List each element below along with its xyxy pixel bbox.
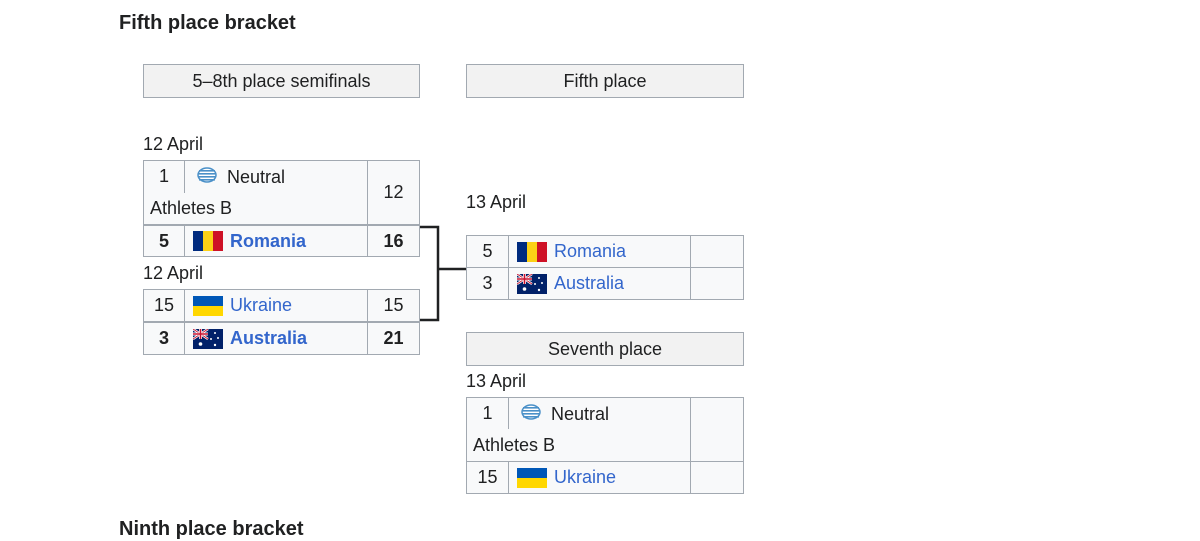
round-header-fifth-place: Fifth place [466, 64, 744, 98]
team-link[interactable]: Australia [554, 273, 625, 293]
team-score [690, 267, 744, 300]
match-date: 12 April [143, 134, 204, 154]
team-score [690, 397, 744, 462]
match-date: 12 April [143, 263, 204, 283]
team-score: 12 [367, 160, 420, 225]
team-seed: 3 [466, 267, 509, 300]
team-seed: 3 [143, 322, 185, 355]
section-heading-ninth-place: Ninth place bracket [119, 518, 304, 540]
romania-flag-icon [517, 241, 547, 262]
match-date: 13 April [466, 371, 527, 391]
team-seed: 1 [143, 160, 185, 193]
australia-flag-icon [193, 328, 223, 349]
team-name-romania[interactable]: Romania [184, 225, 368, 257]
team-score [690, 235, 744, 268]
team-name-romania[interactable]: Romania [508, 235, 691, 268]
team-name-part: Athletes B [473, 434, 556, 455]
match-date: 13 April [466, 192, 527, 212]
team-name-neutral-line2: Athletes B [466, 429, 691, 462]
team-score [690, 461, 744, 494]
team-name-part: Neutral [551, 403, 610, 424]
team-link[interactable]: Ukraine [230, 295, 293, 315]
team-link[interactable]: Romania [554, 241, 627, 261]
ukraine-flag-icon [517, 467, 547, 488]
team-name-part: Athletes B [150, 197, 233, 218]
team-score: 21 [367, 322, 420, 355]
team-seed: 5 [143, 225, 185, 257]
romania-flag-icon [193, 231, 223, 251]
australia-flag-icon [517, 273, 547, 294]
team-score: 15 [367, 289, 420, 322]
team-name-neutral-line2: Athletes B [143, 192, 368, 225]
team-link[interactable]: Romania [230, 230, 307, 251]
bracket-connector [420, 225, 466, 322]
round-header-seventh-place: Seventh place [466, 332, 744, 366]
team-seed: 5 [466, 235, 509, 268]
section-heading-fifth-place: Fifth place bracket [119, 12, 296, 34]
team-name-ukraine[interactable]: Ukraine [184, 289, 368, 322]
team-link[interactable]: Ukraine [554, 467, 617, 487]
team-name-australia[interactable]: Australia [508, 267, 691, 300]
neutral-athletes-icon [197, 166, 217, 188]
team-name-part: Neutral [227, 166, 286, 187]
team-name-neutral: Neutral [508, 397, 691, 430]
team-seed: 15 [143, 289, 185, 322]
round-header-semifinals: 5–8th place semifinals [143, 64, 420, 98]
team-seed: 15 [466, 461, 509, 494]
team-name-australia[interactable]: Australia [184, 322, 368, 355]
team-name-ukraine[interactable]: Ukraine [508, 461, 691, 494]
team-score: 16 [367, 225, 420, 257]
neutral-athletes-icon [521, 403, 541, 425]
team-link[interactable]: Australia [230, 328, 308, 348]
ukraine-flag-icon [193, 295, 223, 316]
team-seed: 1 [466, 397, 509, 430]
team-name-neutral: Neutral [184, 160, 368, 193]
